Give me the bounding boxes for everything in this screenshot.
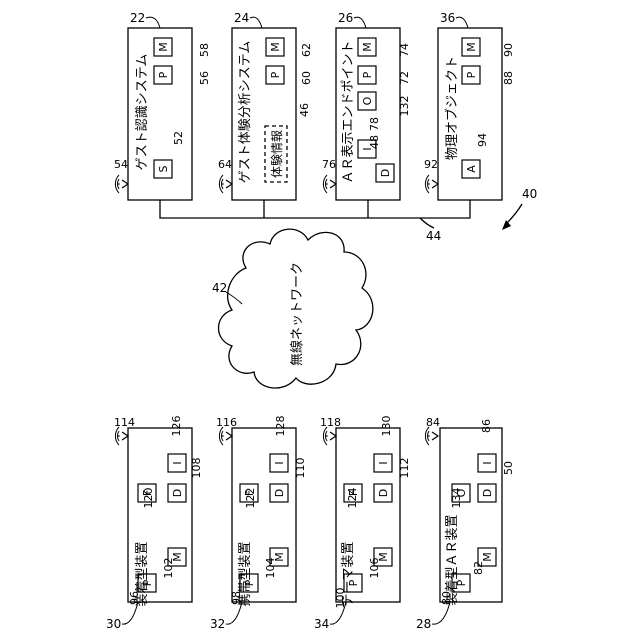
device-title: ゲスト認識システム <box>134 54 150 171</box>
module-ref: 74 <box>398 43 411 57</box>
antenna-icon <box>219 175 232 193</box>
antenna-ref: 116 <box>216 416 237 429</box>
module-letter: I <box>481 461 494 464</box>
module-letter: M <box>157 42 170 52</box>
module-letter: A <box>465 165 478 173</box>
module-ref: 52 <box>172 131 185 145</box>
device-title: テーマ装置 <box>341 541 356 606</box>
module-ref: 106 <box>368 558 381 579</box>
figure-ref-arrowhead <box>502 220 511 230</box>
module-letter: I <box>273 461 286 464</box>
antenna-ref: 76 <box>322 158 336 171</box>
module-ref: 58 <box>198 43 211 57</box>
device-title: 装着型装置 <box>134 541 150 606</box>
module-ref: 130 <box>380 416 393 437</box>
device-title: 装着型ＡＲ装置 <box>444 514 460 605</box>
antenna-ref: 92 <box>424 158 438 171</box>
module-ref: 112 <box>398 458 411 479</box>
antenna-layer: 54 64 76 92 114 116 118 84 <box>114 158 440 445</box>
device-title: ゲスト体験分析システム <box>238 41 253 184</box>
antenna-icon <box>425 175 438 193</box>
module-letter: D <box>273 489 286 497</box>
module-letter: I <box>377 461 390 464</box>
module-ref: 60 <box>300 71 313 85</box>
module-ref: 104 <box>264 558 277 579</box>
module-ref: 134 <box>450 488 463 509</box>
module-letter: P <box>361 71 374 78</box>
figure-ref-arrow-line <box>506 204 522 224</box>
module-letter: P <box>465 71 478 78</box>
antenna-icon <box>323 427 336 445</box>
device-title: 物理オブジェクト <box>444 56 460 160</box>
device-title: 携帯型装置 <box>237 541 253 606</box>
antenna-icon <box>115 175 128 193</box>
module-ref: 88 <box>502 71 515 85</box>
module-ref: 120 <box>142 488 155 509</box>
module-ref: 126 <box>170 416 183 437</box>
module-letter: D <box>379 169 392 177</box>
module-ref: 124 <box>346 488 359 509</box>
figure-ref: 40 <box>522 187 537 201</box>
module-ref: 108 <box>190 458 203 479</box>
module-letter: D <box>481 489 494 497</box>
module-ref: 102 <box>162 558 175 579</box>
bus-ref: 44 <box>426 229 441 243</box>
ref-label: 30 <box>106 617 121 631</box>
module-ref: 62 <box>300 43 313 57</box>
module-ref: 82 <box>472 561 485 575</box>
antenna-ref: 84 <box>426 416 440 429</box>
module-letter: M <box>269 42 282 52</box>
module-ref: 50 <box>502 461 515 475</box>
module-letter: D <box>171 489 184 497</box>
module-ref: 110 <box>294 458 307 479</box>
antenna-ref: 54 <box>114 158 128 171</box>
module-letter: P <box>157 71 170 78</box>
antenna-icon <box>219 427 232 445</box>
module-ref: 122 <box>244 488 257 509</box>
ref-label: 24 <box>234 11 249 25</box>
antenna-icon <box>115 427 128 445</box>
module-ref: 56 <box>198 71 211 85</box>
module-letter: D <box>377 489 390 497</box>
antenna-ref: 114 <box>114 416 135 429</box>
module-ref: 90 <box>502 43 515 57</box>
module-letter: M <box>481 552 494 562</box>
module-ref: 94 <box>476 133 489 147</box>
network-label: 無線ネットワーク <box>289 262 305 366</box>
module-ref: 86 <box>480 419 493 433</box>
device-title: ＡＲ表示エンドポイント <box>341 40 356 183</box>
module-letter: P <box>269 71 282 78</box>
module-ref: 132 <box>398 96 411 117</box>
module-letter: M <box>465 42 478 52</box>
antenna-ref: 118 <box>320 416 341 429</box>
ref-label: 36 <box>440 11 455 25</box>
module-ref: 128 <box>274 416 287 437</box>
network-ref: 42 <box>212 281 227 295</box>
network-bus-line <box>160 200 470 218</box>
module-ref: 48 <box>368 135 381 149</box>
experience-info-ref: 46 <box>298 103 311 117</box>
module-letter: O <box>361 96 374 105</box>
ref-label: 28 <box>416 617 431 631</box>
experience-info-label: 体験情報 <box>269 130 284 178</box>
antenna-ref: 64 <box>218 158 232 171</box>
bus-leader-line <box>420 218 434 228</box>
module-ref: 72 <box>398 71 411 85</box>
antenna-icon <box>323 175 336 193</box>
module-letter: I <box>171 461 184 464</box>
ref-label: 34 <box>314 617 329 631</box>
module-letter: S <box>157 165 170 172</box>
ref-label: 26 <box>338 11 353 25</box>
ref-label: 22 <box>130 11 145 25</box>
antenna-icon <box>425 427 438 445</box>
module-letter: M <box>361 42 374 52</box>
ref-label: 32 <box>210 617 225 631</box>
module-ref: 78 <box>368 117 381 131</box>
